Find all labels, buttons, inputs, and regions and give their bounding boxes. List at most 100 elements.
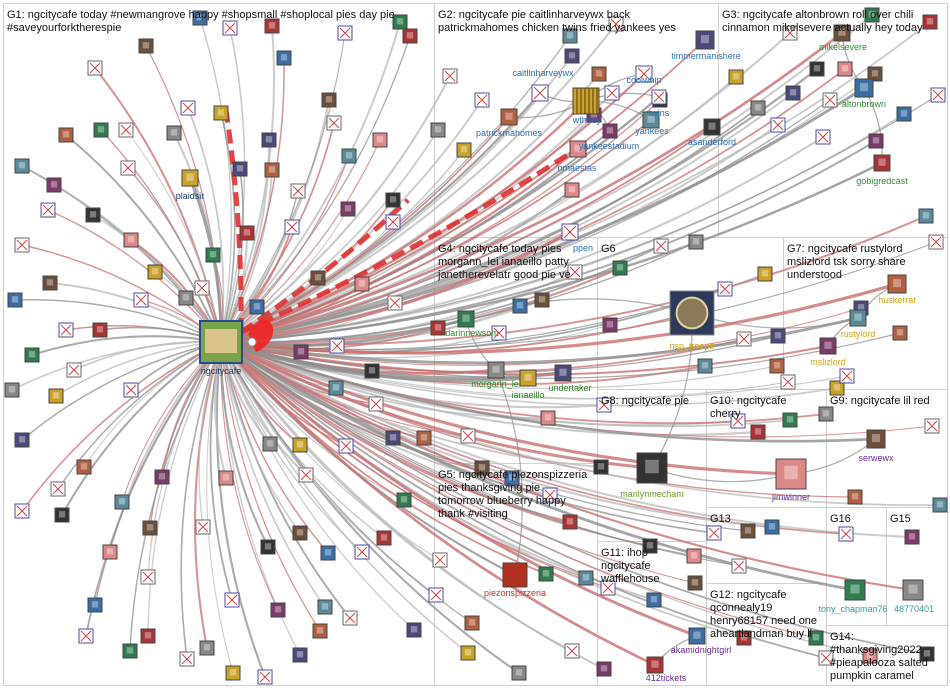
- avatar-placeholder[interactable]: [14, 503, 30, 519]
- avatar-placeholder[interactable]: [736, 331, 752, 347]
- avatar[interactable]: [402, 28, 418, 44]
- avatar-placeholder[interactable]: [730, 413, 746, 429]
- avatar[interactable]: [854, 78, 874, 98]
- avatar[interactable]: [612, 260, 628, 276]
- avatar[interactable]: [364, 363, 380, 379]
- avatar[interactable]: [862, 648, 878, 664]
- avatar[interactable]: [372, 132, 388, 148]
- avatar[interactable]: [140, 628, 156, 644]
- avatar-placeholder[interactable]: [653, 238, 669, 254]
- avatar-placeholder[interactable]: [564, 643, 580, 659]
- avatar[interactable]: [809, 61, 825, 77]
- avatar-placeholder[interactable]: [567, 264, 583, 280]
- avatar[interactable]: [785, 85, 801, 101]
- avatar[interactable]: [310, 270, 326, 286]
- avatar-placeholder[interactable]: [337, 25, 353, 41]
- avatar[interactable]: [564, 182, 580, 198]
- avatar[interactable]: [239, 225, 255, 241]
- avatar-placeholder[interactable]: [838, 526, 854, 542]
- avatar-placeholder[interactable]: [928, 234, 944, 250]
- avatar[interactable]: [85, 207, 101, 223]
- avatar-placeholder[interactable]: [604, 85, 620, 101]
- avatar-placeholder[interactable]: [428, 587, 444, 603]
- avatar-placeholder[interactable]: [531, 84, 549, 102]
- avatar[interactable]: [864, 7, 880, 23]
- avatar[interactable]: [93, 122, 109, 138]
- avatar[interactable]: [904, 529, 920, 545]
- avatar[interactable]: [736, 630, 752, 646]
- avatar-placeholder[interactable]: [284, 219, 300, 235]
- avatar[interactable]: [376, 530, 392, 546]
- avatar[interactable]: [87, 597, 103, 613]
- avatar[interactable]: [42, 275, 58, 291]
- avatar[interactable]: [918, 208, 934, 224]
- avatar-placeholder[interactable]: [66, 362, 82, 378]
- avatar[interactable]: [519, 369, 537, 387]
- avatar[interactable]: [764, 519, 780, 535]
- avatar[interactable]: [457, 310, 475, 328]
- avatar[interactable]: [782, 412, 798, 428]
- avatar[interactable]: [868, 133, 884, 149]
- avatar[interactable]: [728, 69, 744, 85]
- avatar-placeholder[interactable]: [442, 68, 458, 84]
- avatar[interactable]: [642, 538, 658, 554]
- avatar[interactable]: [474, 460, 490, 476]
- avatar[interactable]: [292, 437, 308, 453]
- avatar[interactable]: [829, 380, 845, 396]
- avatar[interactable]: [464, 615, 480, 631]
- avatar[interactable]: [562, 514, 578, 530]
- avatar[interactable]: [456, 142, 472, 158]
- avatar[interactable]: [321, 92, 337, 108]
- avatar[interactable]: [569, 140, 587, 158]
- avatar-placeholder[interactable]: [822, 92, 838, 108]
- avatar[interactable]: [430, 320, 446, 336]
- avatar[interactable]: [328, 380, 344, 396]
- avatar[interactable]: [740, 523, 756, 539]
- avatar-placeholder[interactable]: [87, 60, 103, 76]
- avatar[interactable]: [703, 118, 721, 136]
- avatar-placeholder[interactable]: [222, 20, 238, 36]
- avatar[interactable]: [896, 106, 912, 122]
- avatar-placeholder[interactable]: [118, 122, 134, 138]
- avatar[interactable]: [688, 627, 706, 645]
- avatar[interactable]: [602, 317, 618, 333]
- avatar[interactable]: [142, 520, 158, 536]
- avatar-placeholder[interactable]: [782, 25, 798, 41]
- avatar[interactable]: [4, 382, 20, 398]
- avatar-placeholder[interactable]: [770, 117, 786, 133]
- avatar[interactable]: [808, 630, 824, 646]
- avatar-placeholder[interactable]: [290, 183, 306, 199]
- avatar-placeholder[interactable]: [179, 651, 195, 667]
- avatar[interactable]: [922, 14, 938, 30]
- avatar[interactable]: [430, 122, 446, 138]
- avatar-placeholder[interactable]: [354, 544, 370, 560]
- avatar[interactable]: [750, 100, 766, 116]
- avatar[interactable]: [892, 325, 908, 341]
- avatar-placeholder[interactable]: [140, 569, 156, 585]
- avatar[interactable]: [646, 656, 664, 674]
- avatar[interactable]: [512, 298, 528, 314]
- avatar[interactable]: [504, 470, 520, 486]
- avatar[interactable]: [340, 201, 356, 217]
- avatar[interactable]: [199, 640, 215, 656]
- avatar-placeholder[interactable]: [608, 16, 624, 32]
- avatar[interactable]: [385, 430, 401, 446]
- avatar-placeholder[interactable]: [298, 467, 314, 483]
- avatar-placeholder[interactable]: [180, 100, 196, 116]
- avatar[interactable]: [596, 661, 612, 677]
- avatar[interactable]: [534, 292, 550, 308]
- avatar[interactable]: [320, 545, 336, 561]
- avatar[interactable]: [602, 123, 618, 139]
- avatar[interactable]: [578, 570, 594, 586]
- avatar-placeholder[interactable]: [491, 325, 507, 341]
- avatar-placeholder[interactable]: [194, 280, 210, 296]
- avatar[interactable]: [554, 364, 572, 382]
- piezonspizzeria-node[interactable]: [502, 562, 528, 588]
- avatar[interactable]: [636, 452, 668, 484]
- avatar[interactable]: [849, 309, 867, 327]
- avatar[interactable]: [261, 132, 277, 148]
- avatar-placeholder[interactable]: [596, 397, 612, 413]
- avatar[interactable]: [697, 358, 713, 374]
- avatar[interactable]: [260, 539, 276, 555]
- avatar[interactable]: [887, 274, 907, 294]
